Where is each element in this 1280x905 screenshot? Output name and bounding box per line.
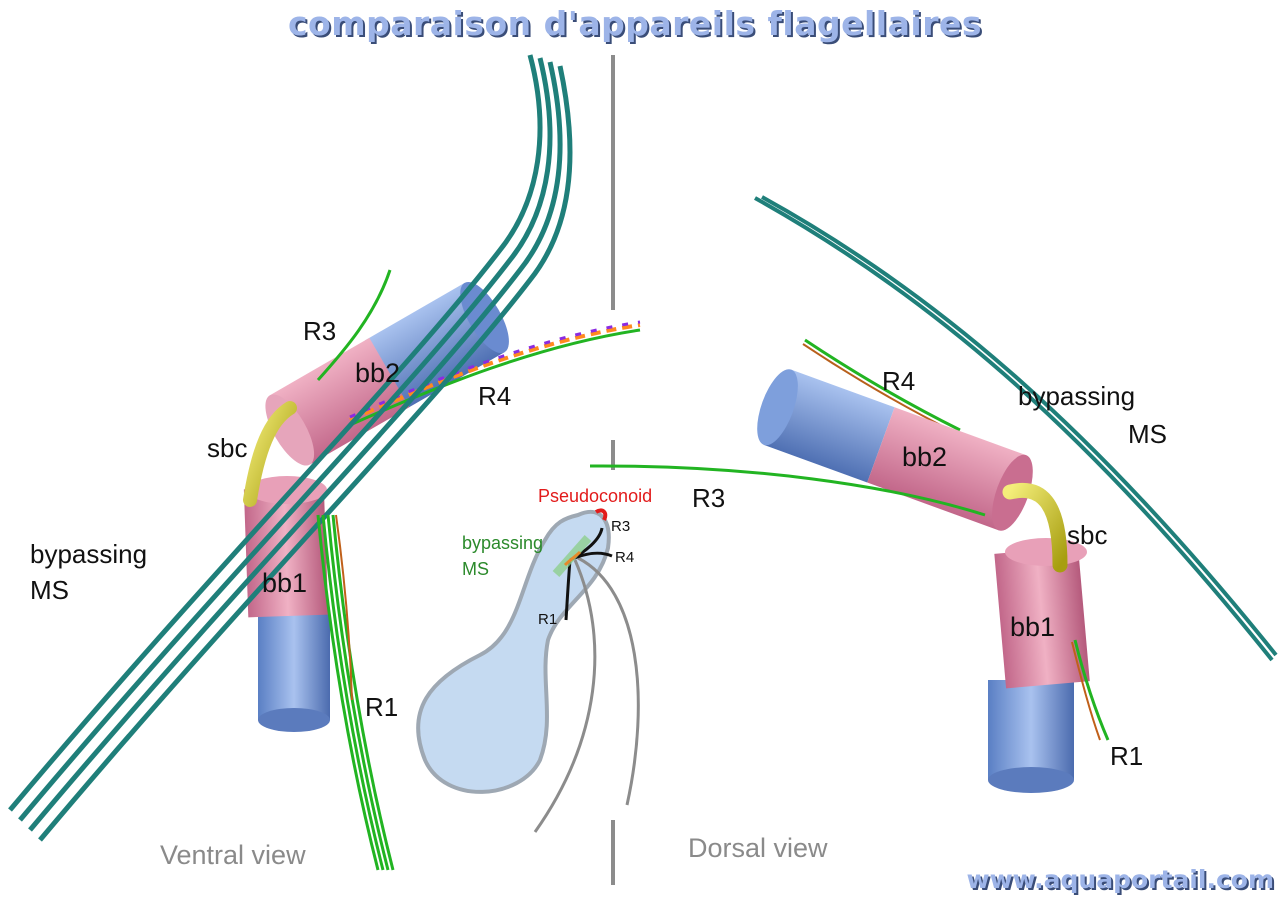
dorsal-bypassing-label: bypassing xyxy=(1018,381,1136,411)
ventral-r3-label: R3 xyxy=(303,316,337,346)
site-watermark: www.aquaportail.com xyxy=(966,865,1274,894)
inset-r1-line xyxy=(564,559,572,621)
ventral-r1-label: R1 xyxy=(365,692,399,722)
ventral-bb2-label: bb2 xyxy=(355,358,401,388)
dorsal-r1-label: R1 xyxy=(1110,741,1144,771)
dorsal-r4-label: R4 xyxy=(882,366,916,396)
dorsal-ms-bundle xyxy=(754,195,1278,662)
ventral-r4-label: R4 xyxy=(478,381,512,411)
ventral-r3-fiber xyxy=(316,269,392,382)
ventral-bypassing-label: bypassing xyxy=(30,539,148,569)
dorsal-bb2-cylinder xyxy=(757,369,1033,531)
ventral-view-label: Ventral view xyxy=(160,840,306,870)
inset-flagellum-1 xyxy=(533,559,597,833)
dorsal-r1-fiber xyxy=(1073,639,1110,741)
dorsal-ms-label: MS xyxy=(1128,419,1167,449)
dorsal-r3-fiber xyxy=(589,464,986,517)
inset-r3-label: R3 xyxy=(611,518,631,535)
ventral-bb1-label: bb1 xyxy=(262,568,308,598)
inset-pseudoconoid-label: Pseudoconoid xyxy=(538,486,653,506)
dorsal-view-label: Dorsal view xyxy=(688,833,828,863)
inset-flagellum-2 xyxy=(577,556,640,806)
dorsal-bb1-label: bb1 xyxy=(1010,612,1056,642)
page-title: comparaison d'appareils flagellaires xyxy=(287,4,983,43)
dorsal-r4-fiber xyxy=(804,338,961,432)
ventral-sbc xyxy=(243,401,297,507)
ventral-bb2-cylinder xyxy=(265,281,509,466)
inset-pseudoconoid-mark xyxy=(594,508,608,521)
inset-ms-bar xyxy=(552,535,592,577)
dorsal-sbc xyxy=(1002,483,1068,573)
inset-r1-label: R1 xyxy=(538,611,558,628)
inset-r4-label: R4 xyxy=(615,549,635,566)
dorsal-sbc-label: sbc xyxy=(1067,520,1108,550)
ventral-ms-label: MS xyxy=(30,575,69,605)
inset-ms-label: MS xyxy=(462,559,489,579)
inset-bypassing-label: bypassing xyxy=(462,533,544,553)
dorsal-bb1-cylinder xyxy=(988,538,1090,793)
ventral-ms-bundle xyxy=(8,54,573,842)
ventral-sbc-label: sbc xyxy=(207,433,248,463)
dorsal-r3-label: R3 xyxy=(692,483,726,513)
inset-cell-body xyxy=(416,509,611,794)
dorsal-bb2-label: bb2 xyxy=(902,442,948,472)
